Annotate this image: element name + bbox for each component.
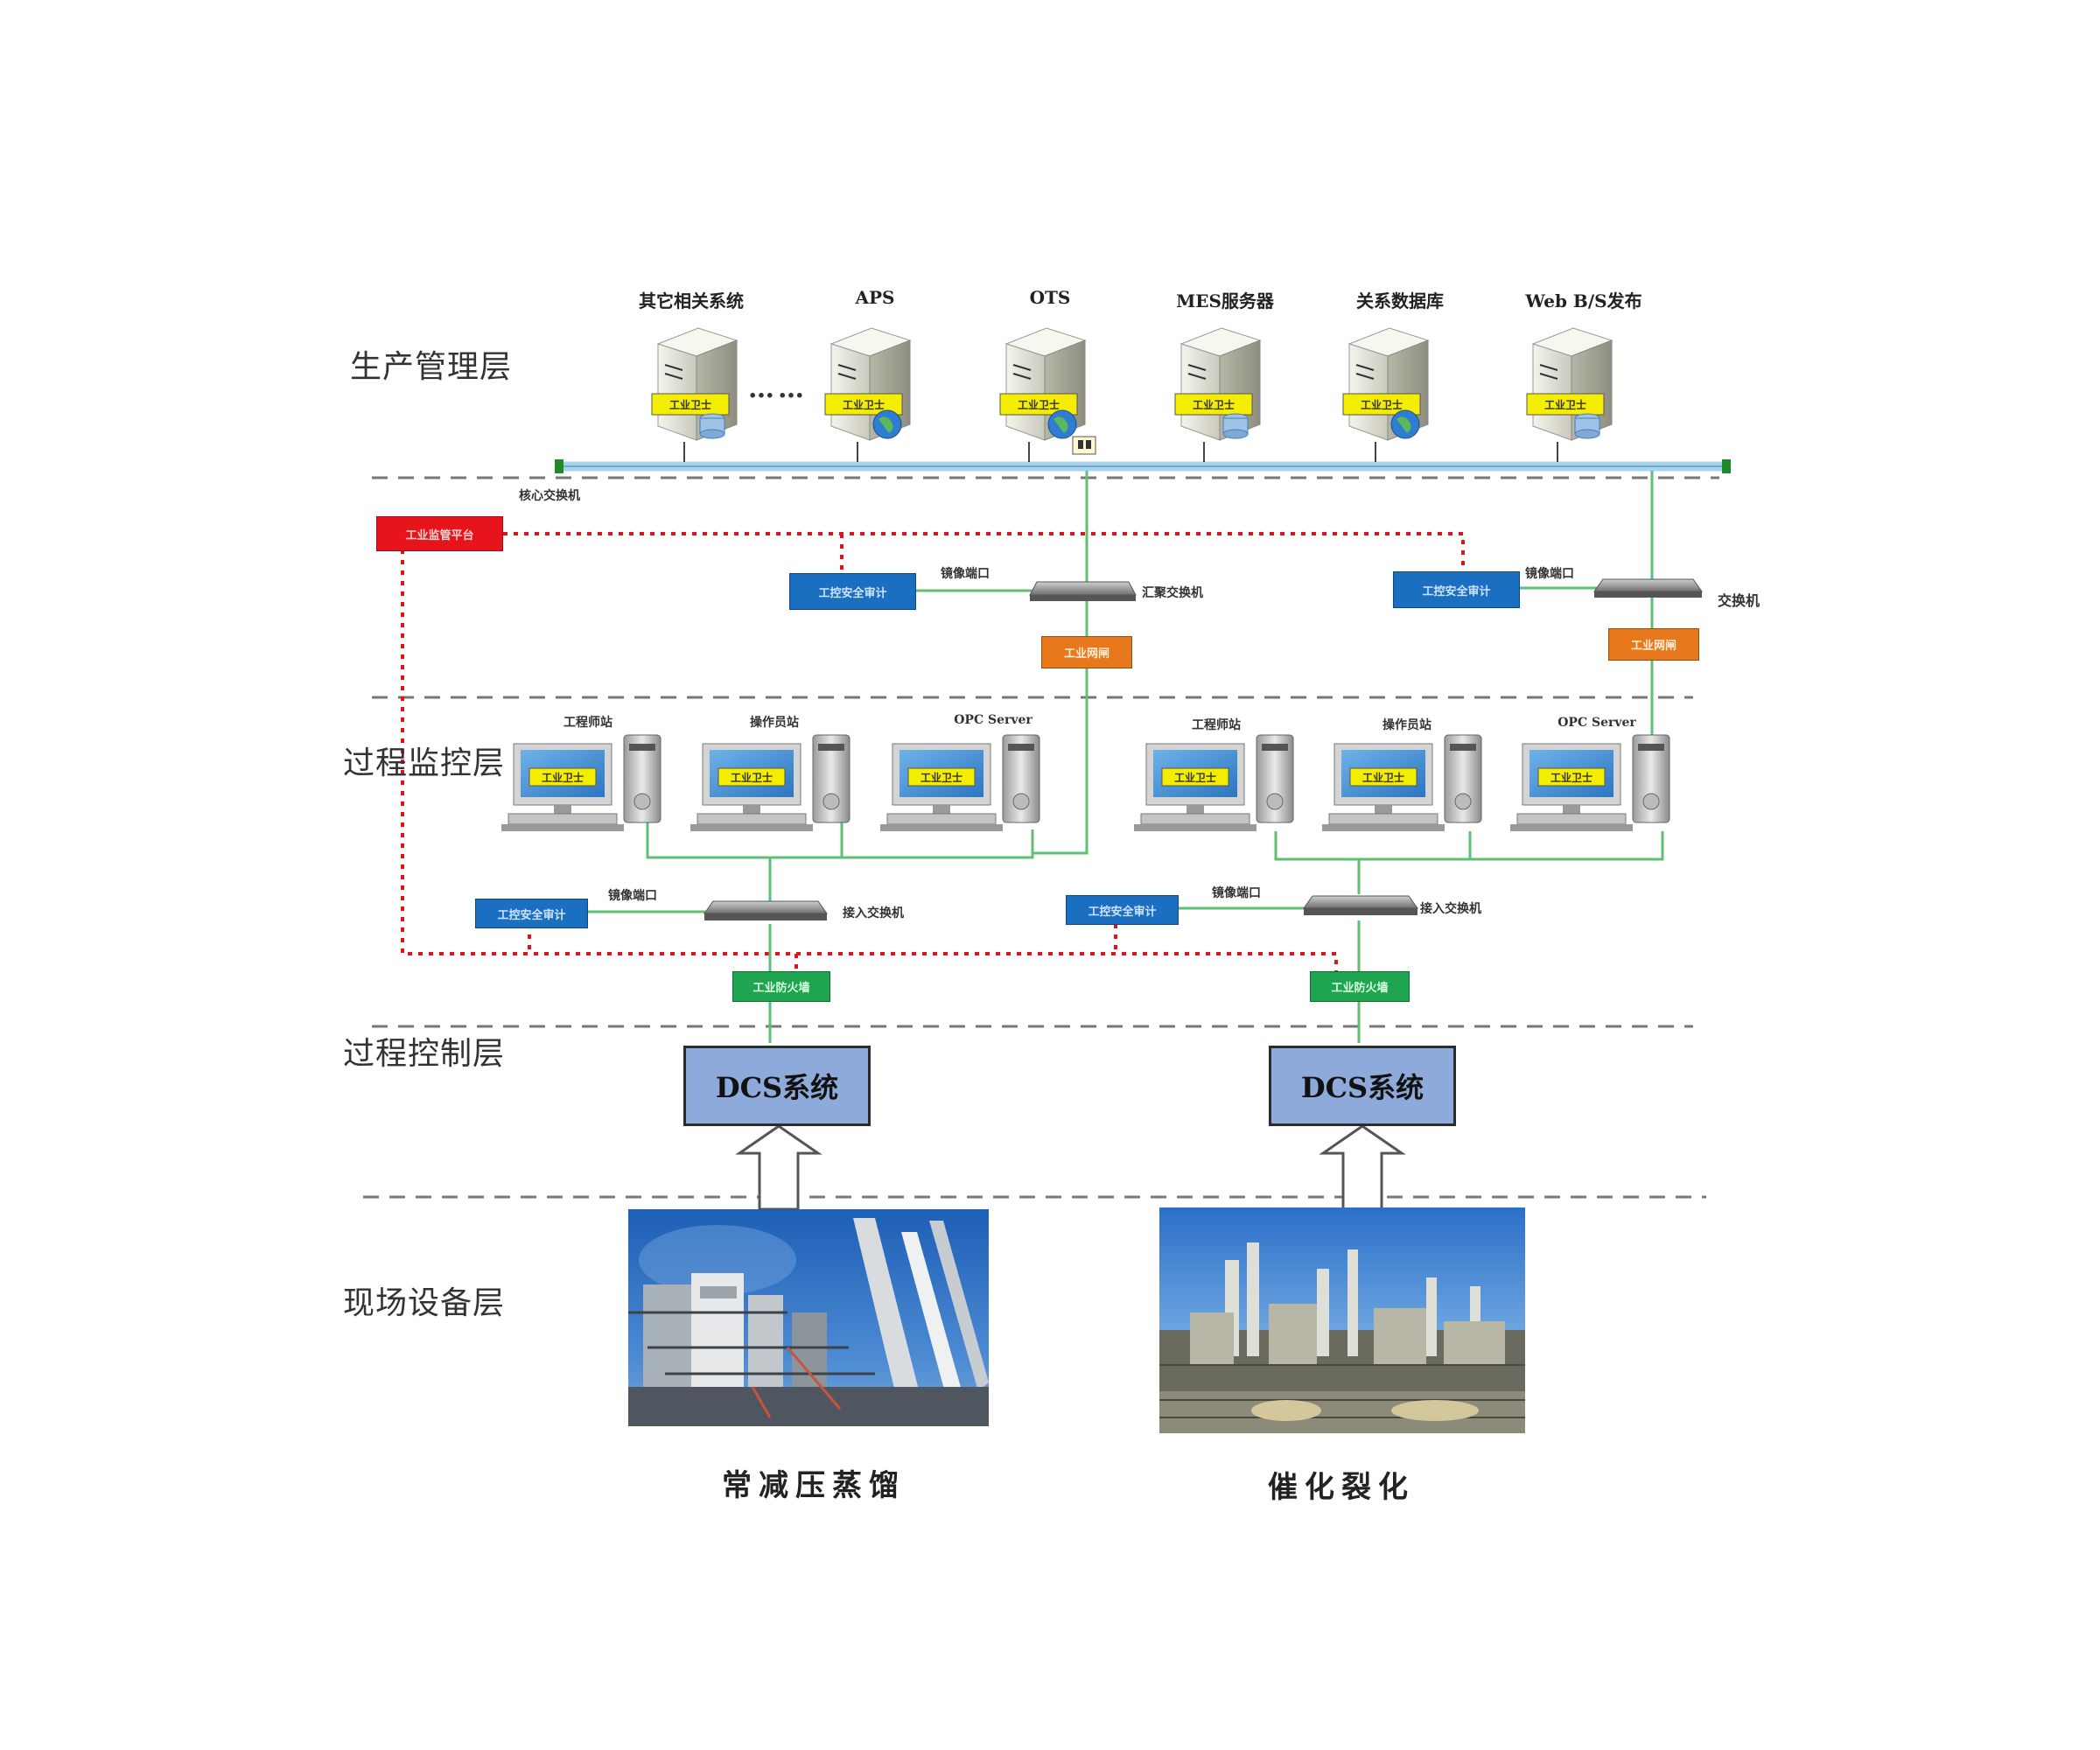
workstation-icon: 工业卫士 <box>1322 734 1482 831</box>
server-label-aps: APS <box>855 287 895 308</box>
plant-photo-distillation <box>628 1209 989 1426</box>
access-switch-label: 接入交换机 <box>1420 902 1481 916</box>
access-switch-label: 接入交换机 <box>843 906 904 920</box>
server-icon: 工业卫士 <box>651 327 738 441</box>
plant-caption-catalytic-cracking: 催化裂化 <box>1268 1470 1415 1505</box>
svg-text:工业卫士: 工业卫士 <box>1362 771 1404 784</box>
workstation-label-opc: OPC Server <box>1558 716 1636 730</box>
audit-box: 工控安全审计 <box>1393 571 1520 608</box>
mirror-port-label: 镜像端口 <box>1212 886 1261 900</box>
server-label-web: Web B/S发布 <box>1525 290 1642 312</box>
dcs-system-box: DCS系统 <box>1269 1046 1456 1126</box>
svg-text:工业卫士: 工业卫士 <box>731 771 773 784</box>
gateway-box: 工业网闸 <box>1041 636 1132 668</box>
switch-icon <box>1593 578 1703 598</box>
firewall-box: 工业防火墙 <box>732 971 830 1002</box>
svg-text:工业卫士: 工业卫士 <box>1174 771 1216 784</box>
server-icon: 工业卫士 <box>1526 327 1614 441</box>
plant-caption-distillation: 常减压蒸馏 <box>722 1468 906 1503</box>
server-label-mes: MES服务器 <box>1176 290 1274 312</box>
audit-box: 工控安全审计 <box>475 899 588 928</box>
monitor-platform-box: 工业监管平台 <box>376 516 503 551</box>
switch-icon <box>1029 581 1137 601</box>
layer-label-production-management: 生产管理层 <box>350 349 513 385</box>
svg-text:工业卫士: 工业卫士 <box>1544 398 1586 411</box>
layer-label-process-monitoring: 过程监控层 <box>343 746 506 781</box>
workstation-icon: 工业卫士 <box>1134 734 1294 831</box>
switch-icon <box>704 900 828 920</box>
svg-text:工业卫士: 工业卫士 <box>1018 398 1060 411</box>
svg-text:工业卫士: 工业卫士 <box>1193 398 1235 411</box>
workstation-icon: 工业卫士 <box>1510 734 1670 831</box>
server-icon: 工业卫士 <box>1342 327 1430 441</box>
workstation-icon: 工业卫士 <box>690 734 850 831</box>
svg-text:工业卫士: 工业卫士 <box>1550 771 1592 784</box>
svg-text:工业卫士: 工业卫士 <box>1361 398 1403 411</box>
mirror-port-label: 镜像端口 <box>608 889 657 903</box>
plant-photo-catalytic-cracking <box>1159 1208 1525 1433</box>
workstation-label-engineer: 工程师站 <box>1192 718 1241 732</box>
mirror-port-label: 镜像端口 <box>1525 567 1574 581</box>
svg-text:工业卫士: 工业卫士 <box>542 771 584 784</box>
workstation-icon: 工业卫士 <box>501 734 662 831</box>
svg-text:工业卫士: 工业卫士 <box>920 771 962 784</box>
server-icon: 工业卫士 <box>1174 327 1262 441</box>
ellipsis: …… <box>748 374 808 404</box>
server-label-database: 关系数据库 <box>1356 290 1444 312</box>
server-icon: 工业卫士 <box>824 327 912 441</box>
dcs-system-box: DCS系统 <box>683 1046 871 1126</box>
workstation-icon: 工业卫士 <box>880 734 1040 831</box>
workstation-label-opc: OPC Server <box>954 713 1032 727</box>
audit-box: 工控安全审计 <box>1066 895 1179 925</box>
layer-dividers <box>363 476 1719 1199</box>
server-label-other-systems: 其它相关系统 <box>639 290 744 312</box>
workstation-label-operator: 操作员站 <box>750 716 799 730</box>
svg-text:工业卫士: 工业卫士 <box>843 398 885 411</box>
server-icon: 工业卫士 <box>999 327 1096 455</box>
switch-icon <box>1303 895 1418 915</box>
mirror-port-label: 镜像端口 <box>941 567 990 581</box>
audit-box: 工控安全审计 <box>789 573 916 610</box>
up-arrow-icon <box>735 1124 822 1211</box>
firewall-box: 工业防火墙 <box>1310 971 1410 1002</box>
server-label-ots: OTS <box>1029 287 1071 308</box>
aggregation-switch-label: 汇聚交换机 <box>1142 586 1203 600</box>
monitoring-links <box>401 532 1465 974</box>
workstation-label-engineer: 工程师站 <box>564 716 612 730</box>
workstation-label-operator: 操作员站 <box>1382 718 1432 732</box>
layer-label-field-equipment: 现场设备层 <box>343 1285 506 1321</box>
layer-label-process-control: 过程控制层 <box>343 1036 506 1072</box>
gateway-box: 工业网闸 <box>1608 628 1699 661</box>
core-switch-label: 核心交换机 <box>519 489 580 503</box>
switch-label: 交换机 <box>1718 592 1760 609</box>
svg-text:工业卫士: 工业卫士 <box>669 398 711 411</box>
